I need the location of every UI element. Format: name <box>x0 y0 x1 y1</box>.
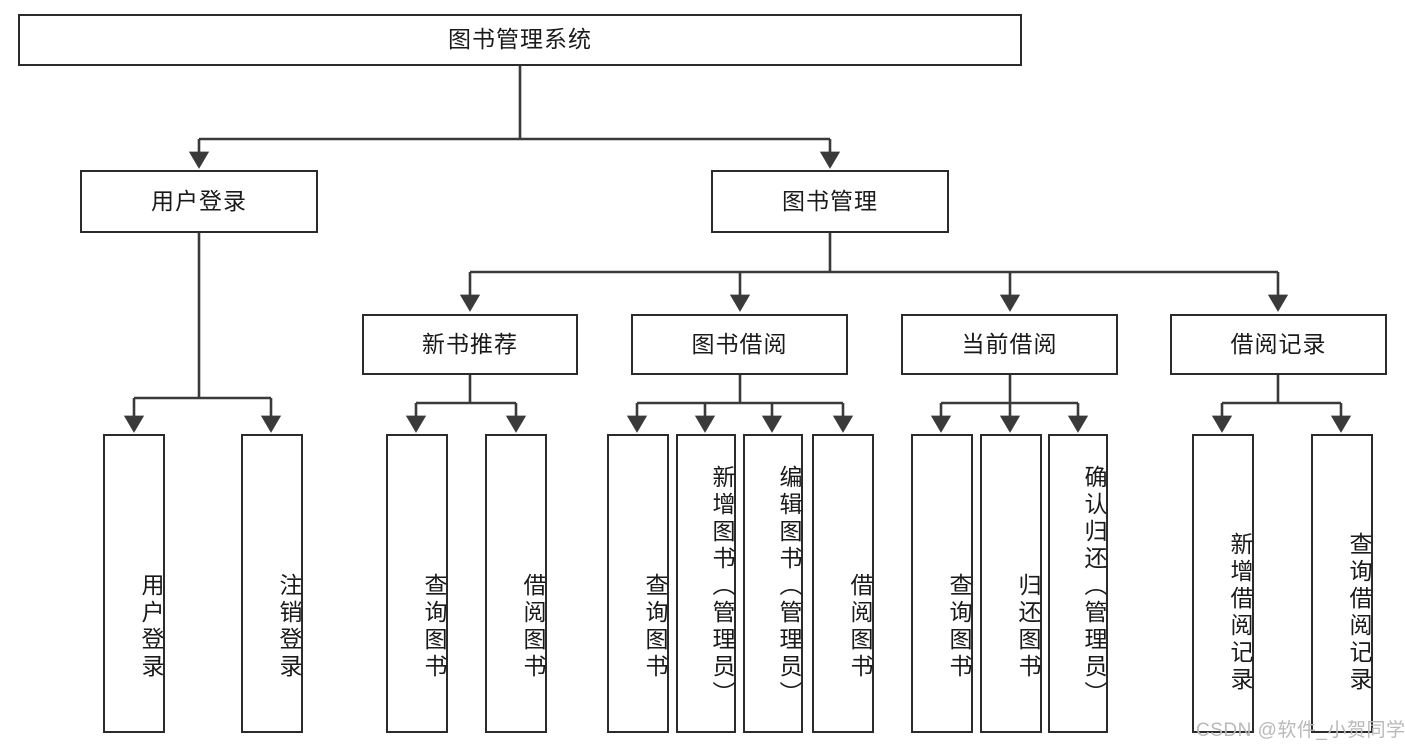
leaf-confirm-return-admin[interactable]: 确认归还（管理员） <box>1048 434 1108 733</box>
node-label: 图书借阅 <box>691 330 788 357</box>
node-label: 新增借阅记录 <box>1227 531 1253 694</box>
node-current-borrow[interactable]: 当前借阅 <box>901 314 1118 375</box>
node-label: 归还图书 <box>1015 572 1041 681</box>
leaf-borrow-book[interactable]: 借阅图书 <box>812 434 874 733</box>
node-label: 确认归还（管理员） <box>1081 465 1107 708</box>
node-label: 用户登录 <box>138 572 164 681</box>
csdn-watermark: CSDN @软件_小贺同学 <box>1196 720 1405 741</box>
node-label: 借阅图书 <box>847 572 873 681</box>
leaf-user-login[interactable]: 用户登录 <box>103 434 165 733</box>
leaf-edit-book-admin[interactable]: 编辑图书（管理员） <box>743 434 803 733</box>
leaf-query-book-recommend[interactable]: 查询图书 <box>386 434 448 733</box>
node-borrow-record[interactable]: 借阅记录 <box>1170 314 1387 375</box>
leaf-query-borrow-record[interactable]: 查询借阅记录 <box>1311 434 1373 733</box>
leaf-query-book-borrow[interactable]: 查询图书 <box>607 434 669 733</box>
node-label: 查询图书 <box>946 572 972 681</box>
node-label: 新增图书（管理员） <box>709 465 735 708</box>
node-root-book-management-system[interactable]: 图书管理系统 <box>18 14 1022 66</box>
leaf-add-borrow-record[interactable]: 新增借阅记录 <box>1192 434 1254 733</box>
node-label: 借阅图书 <box>520 572 546 681</box>
node-label: 图书管理 <box>782 187 878 214</box>
leaf-logout[interactable]: 注销登录 <box>241 434 303 733</box>
node-label: 用户登录 <box>151 187 247 214</box>
node-label: 查询借阅记录 <box>1346 531 1372 694</box>
node-label: 借阅记录 <box>1230 330 1327 357</box>
leaf-query-book-current[interactable]: 查询图书 <box>911 434 973 733</box>
node-label: 编辑图书（管理员） <box>776 465 802 708</box>
node-label: 查询图书 <box>642 572 668 681</box>
node-user-login[interactable]: 用户登录 <box>80 170 318 233</box>
node-label: 注销登录 <box>276 572 302 681</box>
leaf-return-book[interactable]: 归还图书 <box>980 434 1042 733</box>
node-label: 查询图书 <box>421 572 447 681</box>
leaf-borrow-book-recommend[interactable]: 借阅图书 <box>485 434 547 733</box>
node-book-borrow[interactable]: 图书借阅 <box>631 314 848 375</box>
node-label: 新书推荐 <box>422 330 518 357</box>
node-label: 图书管理系统 <box>448 26 592 53</box>
leaf-add-book-admin[interactable]: 新增图书（管理员） <box>676 434 736 733</box>
node-label: 当前借阅 <box>961 330 1058 357</box>
node-new-book-recommend[interactable]: 新书推荐 <box>362 314 578 375</box>
node-book-management[interactable]: 图书管理 <box>711 170 949 233</box>
